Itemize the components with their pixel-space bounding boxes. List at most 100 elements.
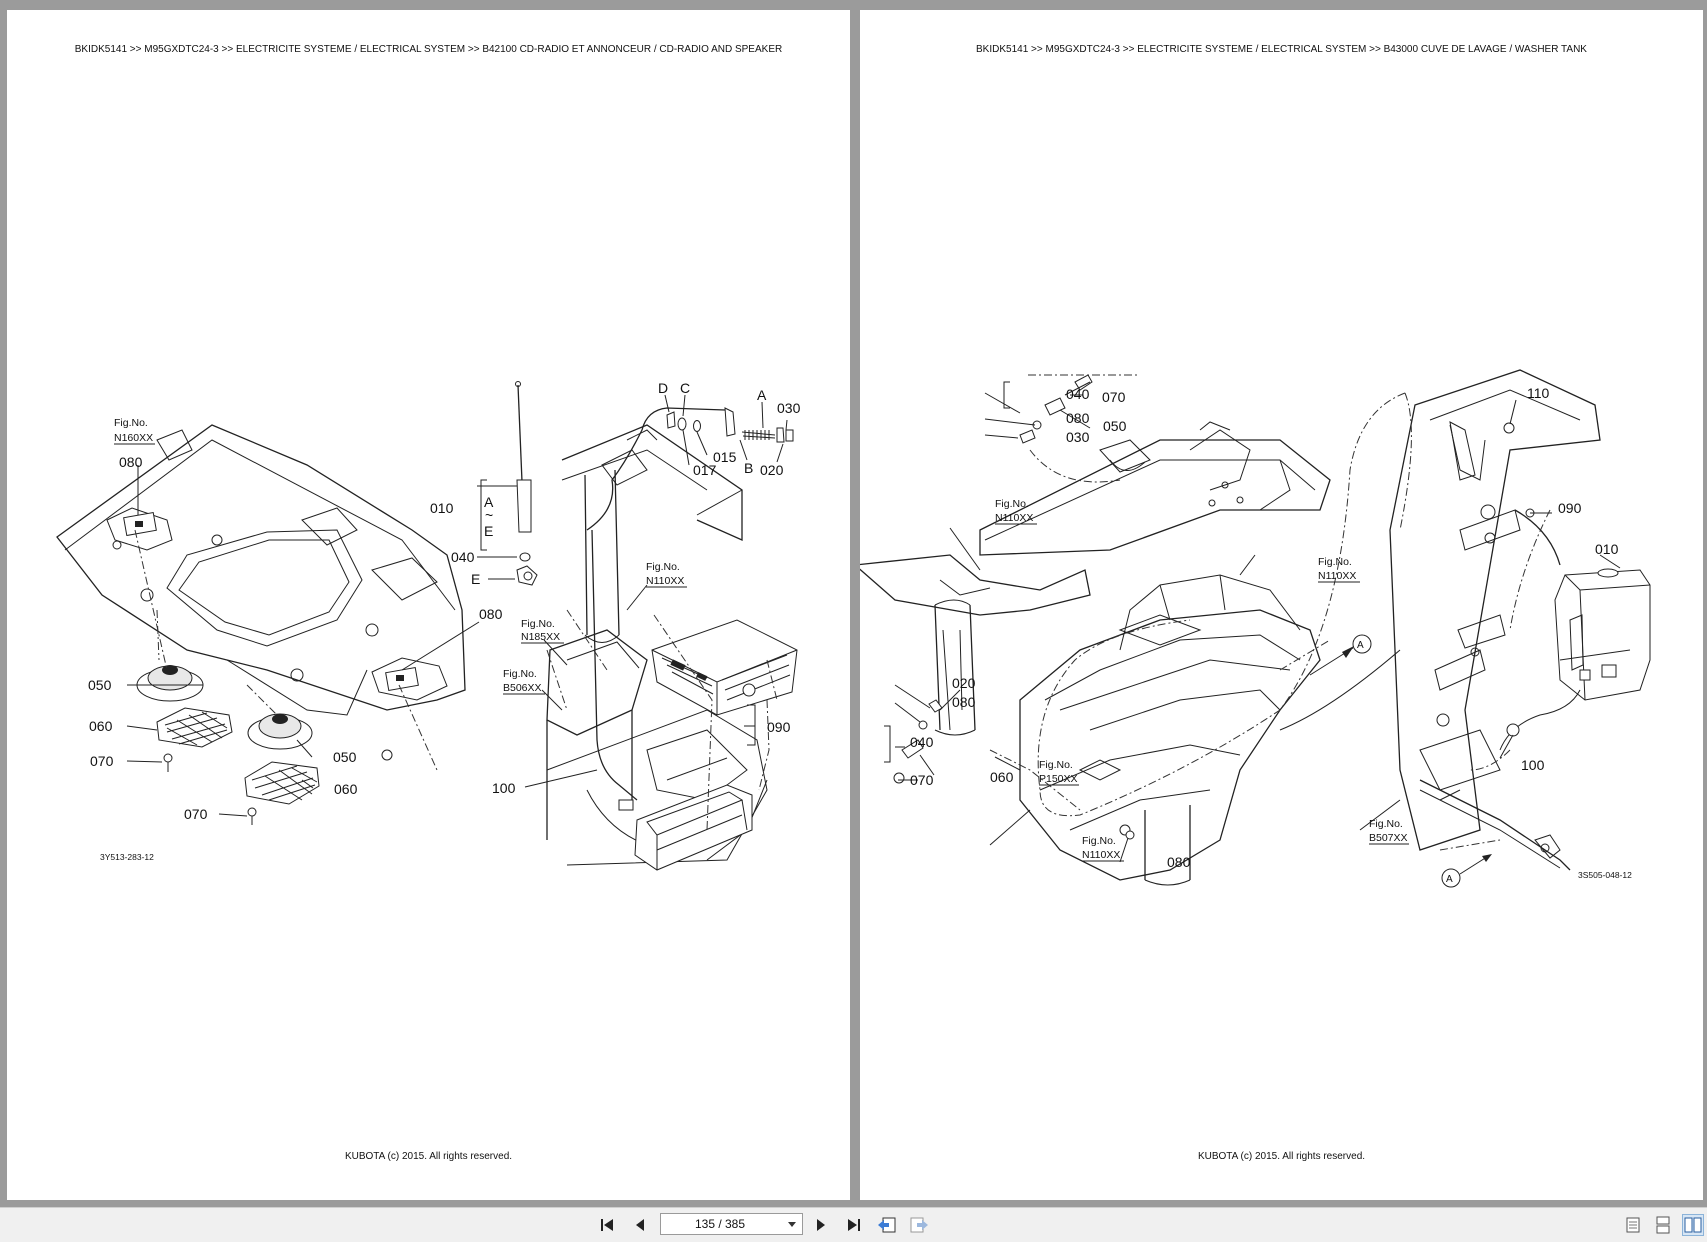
letter-label-A: A [484,494,494,510]
continuous-view-icon [1656,1216,1670,1234]
roof-liner [56,424,466,761]
part-label-080-a: 080 [1066,410,1090,426]
svg-text:Fig.No.: Fig.No. [1318,556,1352,568]
diagram-code: 3Y513-283-12 [100,852,154,862]
part-label-100: 100 [1521,757,1545,773]
upper-frame [979,421,1331,556]
part-label-080-b: 080 [479,606,503,622]
clip-080 [1125,830,1135,840]
first-page-button[interactable] [596,1214,620,1236]
part-label-015: 015 [713,449,737,465]
previous-page-button[interactable] [628,1214,652,1236]
part-label-A: A [757,387,767,403]
screw-070-b [247,807,257,825]
washer-tank-010 [1554,568,1651,701]
cap-100 [1506,723,1520,737]
part-label-050-a: 050 [88,677,112,693]
two-page-view-icon [1684,1217,1702,1233]
fig-ref-n110xx-a: Fig.No. N110XX [995,498,1037,525]
next-page-button[interactable] [809,1214,833,1236]
svg-text:P150XX: P150XX [1039,773,1078,785]
svg-text:N110XX: N110XX [995,512,1033,524]
svg-text:N110XX: N110XX [646,575,684,587]
lower-pillar-frame [860,554,1091,736]
part-label-100: 100 [492,780,516,796]
svg-text:Fig.No.: Fig.No. [995,498,1029,510]
part-label-040-b: 040 [910,734,934,750]
section-marker-A-upper: A [1309,634,1372,676]
next-view-button[interactable] [907,1214,931,1236]
fig-ref-n110xx-c: Fig.No. N110XX [1082,835,1124,862]
antenna-010 [515,381,538,586]
page-indicator: 135 / 385 [694,1217,746,1231]
part-label-D: D [658,380,668,396]
viewer-toolbar: 135 / 385 [0,1207,1707,1242]
speaker-grille-060-a [156,707,233,748]
part-label-017: 017 [693,462,717,478]
fig-ref-p150xx: Fig.No. P150XX [1039,759,1079,786]
svg-text:N185XX: N185XX [521,631,560,643]
last-page-button[interactable] [841,1214,865,1236]
radio-mount-cage [618,784,753,871]
fig-ref-n160xx: Fig.No. N160XX [114,417,155,445]
single-page-view-icon [1626,1217,1640,1233]
fig-ref-n185xx: Fig.No. N185XX [521,618,564,644]
cd-radio-unit [651,619,798,716]
breadcrumb: BKIDK5141 >> M95GXDTC24-3 >> ELECTRICITE… [74,44,783,55]
cab-floor-frame [1019,574,1321,886]
speaker-050-b [247,713,313,750]
part-label-080-a: 080 [119,454,143,470]
letter-label-E-ref: E [471,571,480,587]
fig-ref-n110xx: Fig.No. N110XX [646,561,687,588]
part-label-080-b: 080 [952,694,976,710]
cd-radio-speaker-diagram: 080 080 050 060 070 050 060 070 010 040 … [56,380,801,871]
fig-ref-b507xx: Fig.No. B507XX [1369,818,1409,845]
svg-text:N160XX: N160XX [114,432,153,444]
part-label-040: 040 [451,549,475,565]
document-page-left: BKIDK5141 >> M95GXDTC24-3 >> ELECTRICITE… [7,10,850,1200]
nozzle-bottom [893,689,961,784]
continuous-view-button[interactable] [1653,1215,1673,1235]
svg-text:N110XX: N110XX [1082,849,1120,861]
part-label-020: 020 [760,462,784,478]
part-label-050-b: 050 [333,749,357,765]
copyright-footer: KUBOTA (c) 2015. All rights reserved. [1197,1151,1366,1162]
chevron-down-icon[interactable] [788,1222,796,1227]
clip-110 [1503,422,1515,434]
part-label-B: B [744,460,753,476]
part-label-090: 090 [767,719,791,735]
svg-text:Fig.No.: Fig.No. [1039,759,1073,771]
letter-label-E: E [484,523,493,539]
letter-label-tilde: ~ [485,507,493,523]
speaker-050-a [136,665,204,702]
part-label-070-a: 070 [90,753,114,769]
svg-text:Fig.No.: Fig.No. [521,618,555,630]
part-label-040-a: 040 [1066,386,1090,402]
document-page-right: BKIDK5141 >> M95GXDTC24-3 >> ELECTRICITE… [860,10,1703,1200]
fig-ref-b506xx: Fig.No. B506XX [503,668,545,695]
copyright-footer: KUBOTA (c) 2015. All rights reserved. [344,1151,513,1162]
page-number-field[interactable]: 135 / 385 [660,1213,803,1235]
svg-text:Fig.No.: Fig.No. [503,668,537,680]
svg-text:B507XX: B507XX [1369,832,1408,844]
antenna-cable-parts [666,407,794,443]
svg-text:Fig.No.: Fig.No. [114,417,148,429]
section-marker-A-lower: A [1441,854,1492,888]
next-page-icon [817,1219,825,1231]
first-page-icon [601,1219,613,1231]
part-label-050: 050 [1103,418,1127,434]
part-label-070-a: 070 [1102,389,1126,405]
svg-text:A: A [1446,874,1453,885]
svg-text:Fig.No.: Fig.No. [1369,818,1403,830]
part-label-020: 020 [952,675,976,691]
side-panel [1389,369,1601,851]
next-view-icon [910,1217,928,1233]
single-page-view-button[interactable] [1623,1215,1643,1235]
two-page-view-button[interactable] [1682,1214,1704,1236]
part-label-010: 010 [430,500,454,516]
part-label-060: 060 [990,769,1014,785]
previous-view-button[interactable] [875,1214,899,1236]
svg-text:Fig.No.: Fig.No. [1082,835,1116,847]
svg-text:A: A [1357,640,1364,651]
screw-070-a [163,753,173,772]
